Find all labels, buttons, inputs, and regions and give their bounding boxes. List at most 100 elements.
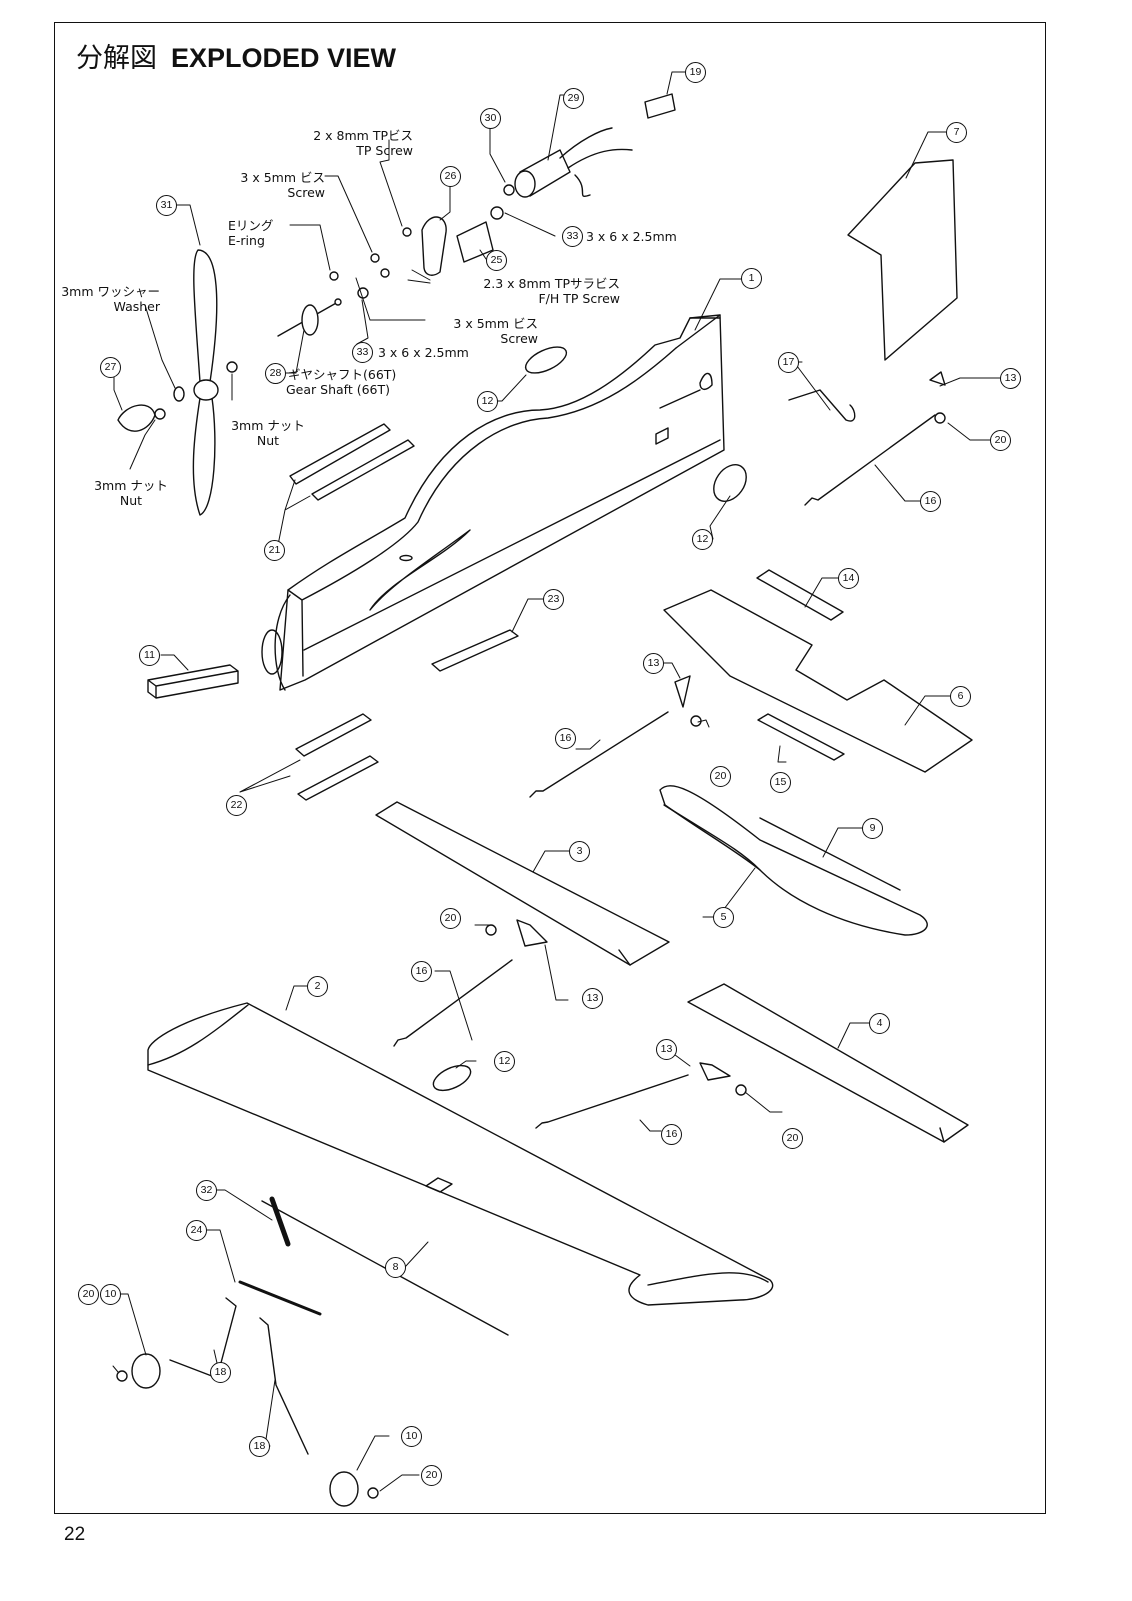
callout-19: 19: [685, 62, 706, 83]
part-hatch-12a: [524, 346, 568, 374]
title-jp: 分解図: [76, 43, 157, 74]
callout-10a: 10: [100, 1284, 121, 1305]
label-screw-mid: 3 x 5mm ビス Screw: [428, 316, 538, 346]
label-tp-screw: 2 x 8mm TPビス TP Screw: [245, 128, 413, 158]
callout-27: 27: [100, 357, 121, 378]
callout-16c: 16: [411, 961, 432, 982]
part-spinner: [117, 404, 156, 432]
part-screw-a: [370, 253, 380, 263]
part-stabilizer: [663, 589, 973, 773]
part-hatch-12b: [713, 464, 747, 502]
part-gear-wire-18a: [169, 1297, 237, 1379]
callout-18b: 18: [249, 1436, 270, 1457]
label-gear-shaft-en: Gear Shaft (66T): [286, 382, 391, 397]
callout-4: 4: [869, 1013, 890, 1034]
callout-10b: 10: [401, 1426, 422, 1447]
callout-9: 9: [862, 818, 883, 839]
part-fuselage: [261, 314, 725, 691]
part-screw-b: [380, 268, 390, 278]
callout-31: 31: [156, 195, 177, 216]
callout-12a: 12: [477, 391, 498, 412]
callout-20d: 20: [78, 1284, 99, 1305]
callout-6: 6: [950, 686, 971, 707]
part-elevator: [659, 785, 928, 936]
part-nut-right: [226, 361, 238, 373]
label-tp-screw-en: TP Screw: [356, 143, 413, 158]
part-strip-15: [757, 713, 845, 761]
part-wheel-10a: [131, 1353, 161, 1389]
callout-17: 17: [778, 352, 799, 373]
label-nut-left: 3mm ナット Nut: [86, 478, 176, 508]
callout-20a: 20: [990, 430, 1011, 451]
label-nut-left-en: Nut: [119, 493, 143, 508]
part-connector: [644, 93, 676, 119]
part-wire-17: [788, 389, 856, 422]
callout-32: 32: [196, 1180, 217, 1201]
callout-3: 3: [569, 841, 590, 862]
label-fh-tp-screw-en: F/H TP Screw: [538, 291, 620, 306]
part-gear-wire-18b: [259, 1317, 309, 1455]
callout-16d: 16: [661, 1124, 682, 1145]
label-gear-shaft-jp: ギヤシャフト(66T): [288, 367, 397, 382]
part-pinion: [503, 184, 515, 196]
label-collar-top: 3 x 6 x 2.5mm: [586, 229, 677, 244]
part-horn-13-right: [699, 1062, 731, 1081]
part-pushrod-16-right: [535, 1074, 689, 1129]
diagram-frame: [54, 22, 1046, 1514]
callout-15: 15: [770, 772, 791, 793]
callout-26: 26: [440, 166, 461, 187]
part-velcro-22: [295, 713, 379, 801]
label-fh-tp-screw: 2.3 x 8mm TPサラビス F/H TP Screw: [432, 276, 620, 306]
part-pad-23: [431, 629, 519, 672]
callout-11: 11: [139, 645, 160, 666]
label-washer-en: Washer: [113, 299, 160, 314]
callout-24: 24: [186, 1220, 207, 1241]
callout-33b: 33: [352, 342, 373, 363]
part-collar-20-right: [735, 1084, 747, 1096]
label-collar-mid: 3 x 6 x 2.5mm: [378, 345, 469, 360]
part-stick-11: [147, 664, 239, 699]
part-washer: [173, 386, 185, 402]
callout-13a: 13: [1000, 368, 1021, 389]
callout-16b: 16: [555, 728, 576, 749]
label-leaders: [129, 139, 431, 470]
label-gear-shaft: ギヤシャフト(66T) Gear Shaft (66T): [286, 367, 397, 397]
label-e-ring-en: E-ring: [228, 233, 265, 248]
part-tube-32: [269, 1196, 291, 1247]
label-screw-top-jp: 3 x 5mm ビス: [240, 170, 325, 185]
part-rod-9: [759, 817, 901, 891]
callout-20c: 20: [440, 908, 461, 929]
callout-23: 23: [543, 589, 564, 610]
callout-20b: 20: [710, 766, 731, 787]
callout-12b: 12: [692, 529, 713, 550]
part-collar-20-gear-b: [367, 1487, 379, 1499]
part-propeller: [192, 249, 219, 516]
part-strut-24: [238, 1280, 322, 1316]
callout-16a: 16: [920, 491, 941, 512]
part-collar-top: [490, 206, 504, 220]
part-horn-13-top: [929, 371, 946, 386]
callout-7: 7: [946, 122, 967, 143]
part-motor-mount: [421, 216, 447, 276]
label-screw-mid-en: Screw: [500, 331, 538, 346]
label-washer-jp: 3mm ワッシャー: [61, 284, 160, 299]
part-strip-14: [756, 569, 844, 621]
callout-20f: 20: [421, 1465, 442, 1486]
label-screw-top: 3 x 5mm ビス Screw: [205, 170, 325, 200]
label-e-ring: Eリング E-ring: [228, 218, 273, 248]
label-fh-tp-screw-jp: 2.3 x 8mm TPサラビス: [483, 276, 620, 291]
part-tp-screw: [402, 227, 412, 237]
page-number: 22: [64, 1524, 86, 1545]
part-collar-20-mid: [690, 715, 702, 727]
callout-13b: 13: [643, 653, 664, 674]
callout-13d: 13: [656, 1039, 677, 1060]
callout-13c: 13: [582, 988, 603, 1009]
part-rudder: [847, 159, 958, 361]
part-velcro-21: [289, 423, 415, 501]
callout-1: 1: [741, 268, 762, 289]
label-nut-right: 3mm ナット Nut: [228, 418, 308, 448]
callout-25: 25: [486, 250, 507, 271]
label-tp-screw-jp: 2 x 8mm TPビス: [313, 128, 413, 143]
callout-33a: 33: [562, 226, 583, 247]
